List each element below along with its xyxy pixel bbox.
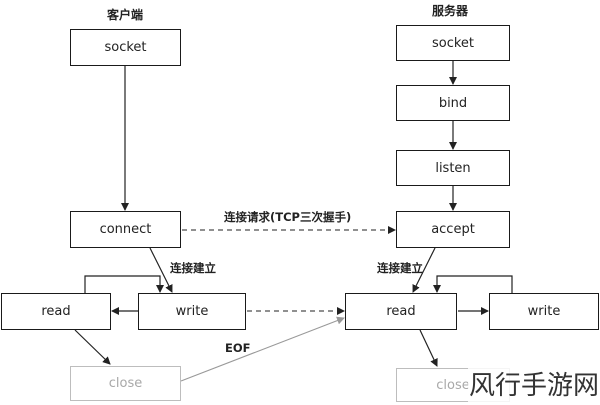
- client-connect-box: connect: [70, 211, 181, 248]
- client-write-box: write: [138, 293, 246, 330]
- server-listen-box: listen: [396, 150, 510, 186]
- arrow-server-read-close: [419, 329, 438, 367]
- eof-label: EOF: [225, 341, 251, 355]
- arrow-accept-read: [412, 247, 436, 293]
- server-established-label: 连接建立: [377, 261, 423, 275]
- client-header: 客户端: [107, 8, 144, 22]
- server-read-box: read: [345, 293, 457, 330]
- client-read-box: read: [1, 293, 111, 330]
- handshake-label: 连接请求(TCP三次握手): [224, 210, 352, 224]
- server-accept-box: accept: [396, 211, 510, 248]
- arrow-server-write-read-loop: [433, 275, 513, 293]
- arrow-connect-write: [149, 247, 173, 293]
- server-bind-box: bind: [396, 85, 510, 121]
- arrow-eof: [180, 316, 345, 382]
- watermark: 风行手游网: [468, 362, 600, 405]
- client-socket-box: socket: [70, 29, 181, 66]
- server-socket-box: socket: [396, 25, 510, 61]
- arrow-client-read-close: [74, 329, 111, 365]
- arrow-client-read-write-loop: [84, 275, 164, 293]
- client-established-label: 连接建立: [170, 261, 216, 275]
- server-header: 服务器: [432, 4, 469, 18]
- client-close-box: close: [70, 366, 181, 401]
- server-write-box: write: [489, 293, 599, 330]
